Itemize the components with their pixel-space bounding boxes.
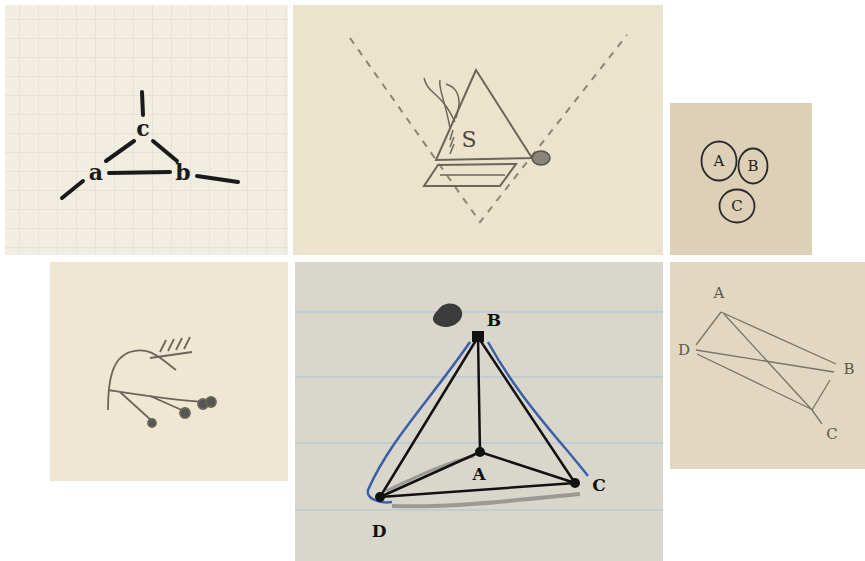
point-label: B: [487, 312, 501, 329]
oval-node: C: [718, 188, 756, 224]
point-label: a: [89, 161, 103, 183]
point-label: b: [175, 161, 190, 183]
cone-sketch: [350, 35, 627, 222]
point-label: C: [592, 477, 606, 494]
point-label: D: [678, 343, 690, 358]
point-label: A: [472, 466, 485, 483]
point-label: A: [714, 286, 725, 301]
point-label: C: [826, 427, 837, 442]
point-label: B: [843, 362, 854, 377]
node-letter: C: [731, 199, 742, 214]
node-letter: B: [747, 159, 758, 174]
paper-panel: [50, 262, 288, 481]
oval-node: B: [737, 147, 769, 185]
point-label: c: [136, 117, 149, 139]
quadrilateral-sketch: [696, 312, 836, 424]
paper-panel: [293, 5, 663, 255]
paper-panel: [295, 262, 663, 561]
paper-panel: [670, 262, 865, 469]
hook-sketch: [108, 337, 216, 427]
grid-paper: [5, 5, 288, 255]
point-label: D: [372, 523, 387, 540]
paper-panel: [670, 103, 812, 255]
paper-panel: [5, 5, 288, 255]
point-label: S: [461, 129, 476, 151]
oval-node: A: [700, 140, 738, 182]
ruled-lines: [295, 312, 663, 510]
triangle-graph: [62, 92, 238, 198]
tetrahedron-sketch: [368, 303, 588, 506]
node-letter: A: [714, 154, 725, 169]
